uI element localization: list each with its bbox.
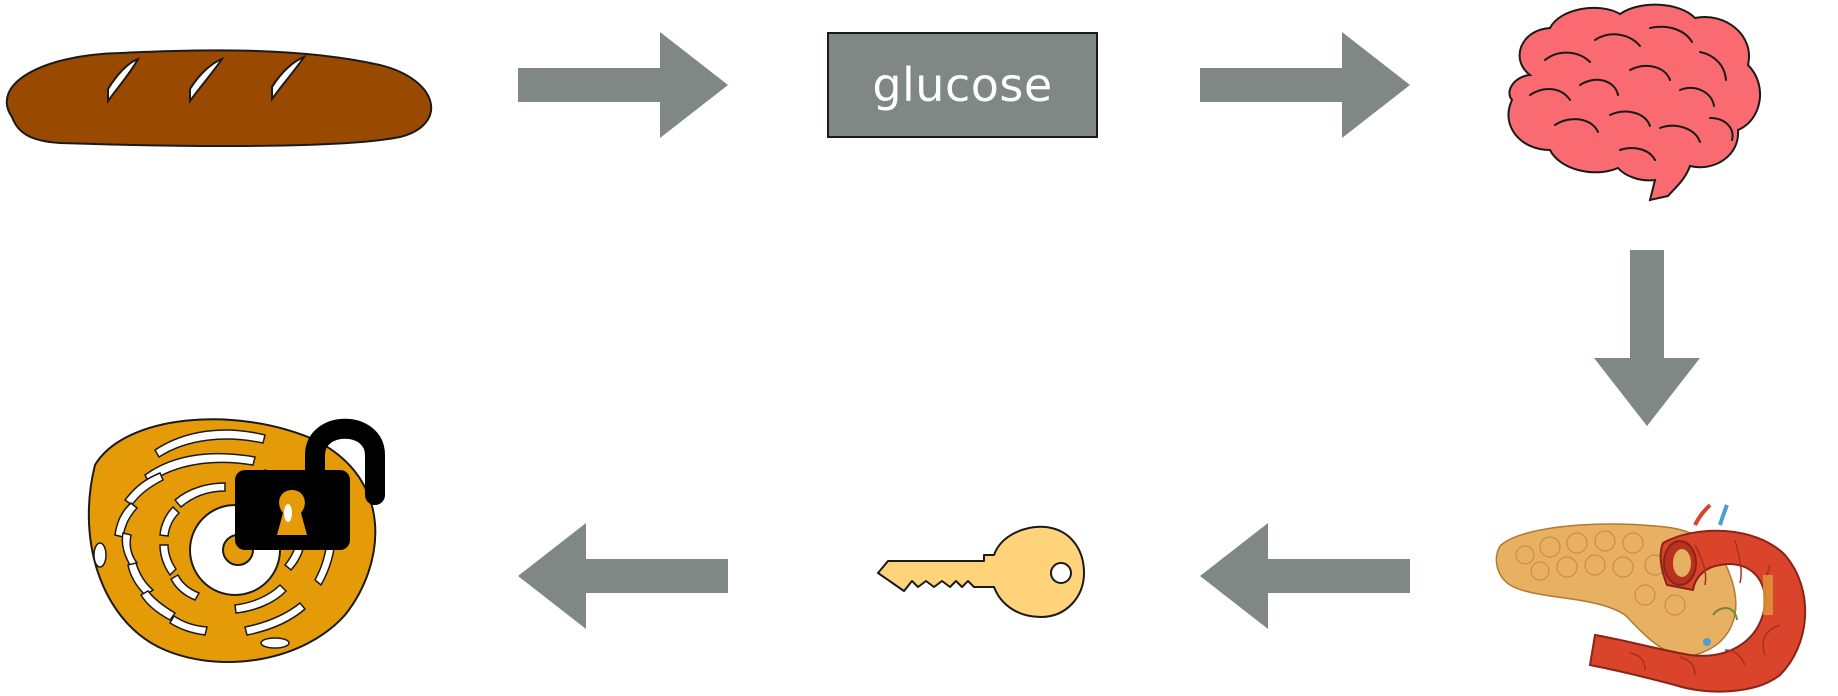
cell-icon bbox=[75, 395, 455, 670]
arrow-down-icon bbox=[1594, 250, 1700, 426]
key-icon bbox=[876, 525, 1086, 621]
arrow-right-icon bbox=[1200, 32, 1410, 138]
bread-icon bbox=[0, 25, 440, 147]
pancreas-icon bbox=[1495, 503, 1815, 695]
arrow-right-icon bbox=[518, 32, 728, 138]
brain-icon bbox=[1500, 0, 1770, 205]
glucose-label: glucose bbox=[872, 58, 1053, 112]
arrow-left-icon bbox=[518, 523, 728, 629]
arrow-left-icon bbox=[1200, 523, 1410, 629]
glucose-box: glucose bbox=[827, 32, 1098, 138]
